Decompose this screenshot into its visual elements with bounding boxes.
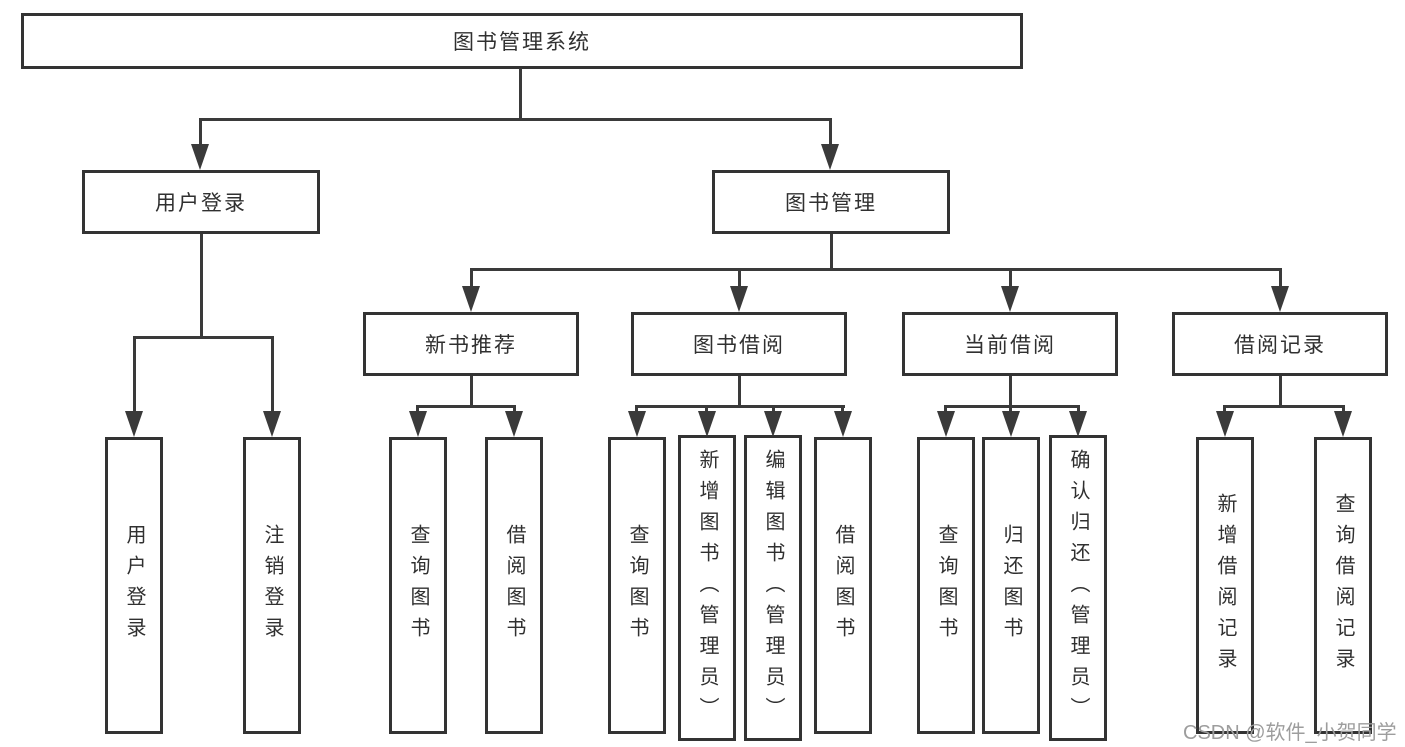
leaf-add-borrow-record: 新增借阅记录 (1196, 437, 1254, 734)
node-root: 图书管理系统 (21, 13, 1023, 69)
csdn-watermark: CSDN @软件_小贺同学 (1183, 722, 1397, 744)
node-borrow-records-label: 借阅记录 (1234, 334, 1326, 357)
node-book-borrow: 图书借阅 (631, 312, 847, 376)
node-current-borrow-label: 当前借阅 (964, 334, 1056, 357)
arrowhead-icon (834, 411, 852, 437)
leaf-logout-label: 注销登录 (261, 523, 283, 648)
arrowhead-icon (505, 411, 523, 437)
arrowhead-icon (1001, 286, 1019, 312)
arrowhead-icon (1271, 286, 1289, 312)
arrowhead-icon (698, 411, 716, 437)
leaf-borrow-books-2: 借阅图书 (814, 437, 872, 734)
leaf-query-borrow-record-label: 查询借阅记录 (1332, 492, 1354, 679)
arrowhead-icon (1069, 411, 1087, 437)
leaf-confirm-return-admin: 确认归还（管理员） (1049, 435, 1107, 741)
leaf-query-books-3-label: 查询图书 (935, 523, 957, 648)
connector-line (635, 405, 638, 413)
leaf-borrow-books-1-label: 借阅图书 (503, 523, 525, 648)
connector-line (133, 336, 136, 412)
arrowhead-icon (1216, 411, 1234, 437)
leaf-query-books-1-label: 查询图书 (407, 523, 429, 648)
arrowhead-icon (1334, 411, 1352, 437)
leaf-borrow-books-2-label: 借阅图书 (832, 523, 854, 648)
connector-line (944, 405, 1080, 408)
node-new-book-recommend-label: 新书推荐 (425, 334, 517, 357)
node-root-label: 图书管理系统 (453, 31, 591, 54)
connector-line (1009, 376, 1012, 405)
connector-line (738, 376, 741, 405)
connector-line (830, 234, 833, 271)
connector-line (705, 405, 708, 413)
leaf-return-books-label: 归还图书 (1000, 523, 1022, 648)
leaf-add-books-admin-label: 新增图书（管理员） (696, 448, 718, 728)
leaf-user-login: 用户登录 (105, 437, 163, 734)
node-book-management: 图书管理 (712, 170, 950, 234)
leaf-query-books-2: 查询图书 (608, 437, 666, 734)
connector-line (944, 405, 947, 413)
node-user-login-label: 用户登录 (155, 192, 247, 215)
arrowhead-icon (821, 144, 839, 170)
connector-line (772, 405, 775, 413)
arrowhead-icon (125, 411, 143, 437)
leaf-borrow-books-1: 借阅图书 (485, 437, 543, 734)
connector-line (470, 376, 473, 405)
connector-line (1223, 405, 1226, 413)
connector-line (1342, 405, 1345, 413)
arrowhead-icon (462, 286, 480, 312)
connector-line (1223, 405, 1345, 408)
connector-line (1279, 376, 1282, 405)
connector-line (200, 234, 203, 336)
leaf-return-books: 归还图书 (982, 437, 1040, 734)
connector-line (199, 118, 202, 144)
connector-line (635, 405, 845, 408)
connector-line (738, 268, 741, 288)
connector-line (513, 405, 516, 413)
arrowhead-icon (730, 286, 748, 312)
leaf-confirm-return-admin-label: 确认归还（管理员） (1067, 448, 1089, 728)
arrowhead-icon (628, 411, 646, 437)
leaf-logout: 注销登录 (243, 437, 301, 734)
node-current-borrow: 当前借阅 (902, 312, 1118, 376)
arrowhead-icon (409, 411, 427, 437)
leaf-query-borrow-record: 查询借阅记录 (1314, 437, 1372, 734)
leaf-add-books-admin: 新增图书（管理员） (678, 435, 736, 741)
connector-line (133, 336, 274, 339)
node-new-book-recommend: 新书推荐 (363, 312, 579, 376)
arrowhead-icon (191, 144, 209, 170)
leaf-edit-books-admin-label: 编辑图书（管理员） (762, 448, 784, 728)
leaf-query-books-1: 查询图书 (389, 437, 447, 734)
leaf-query-books-2-label: 查询图书 (626, 523, 648, 648)
connector-line (1279, 268, 1282, 288)
node-borrow-records: 借阅记录 (1172, 312, 1388, 376)
node-book-borrow-label: 图书借阅 (693, 334, 785, 357)
connector-line (829, 118, 832, 144)
connector-line (271, 336, 274, 412)
connector-line (841, 405, 844, 413)
connector-line (470, 268, 1282, 271)
node-user-login: 用户登录 (82, 170, 320, 234)
connector-line (199, 118, 832, 121)
connector-line (416, 405, 516, 408)
connector-line (470, 268, 473, 288)
leaf-query-books-3: 查询图书 (917, 437, 975, 734)
node-book-management-label: 图书管理 (785, 192, 877, 215)
arrowhead-icon (263, 411, 281, 437)
connector-line (1009, 268, 1012, 288)
leaf-edit-books-admin: 编辑图书（管理员） (744, 435, 802, 741)
leaf-user-login-label: 用户登录 (123, 523, 145, 648)
connector-line (416, 405, 419, 413)
arrowhead-icon (1002, 411, 1020, 437)
connector-line (519, 68, 522, 118)
leaf-add-borrow-record-label: 新增借阅记录 (1214, 492, 1236, 679)
arrowhead-icon (764, 411, 782, 437)
connector-line (1009, 405, 1012, 413)
connector-line (1077, 405, 1080, 413)
arrowhead-icon (937, 411, 955, 437)
